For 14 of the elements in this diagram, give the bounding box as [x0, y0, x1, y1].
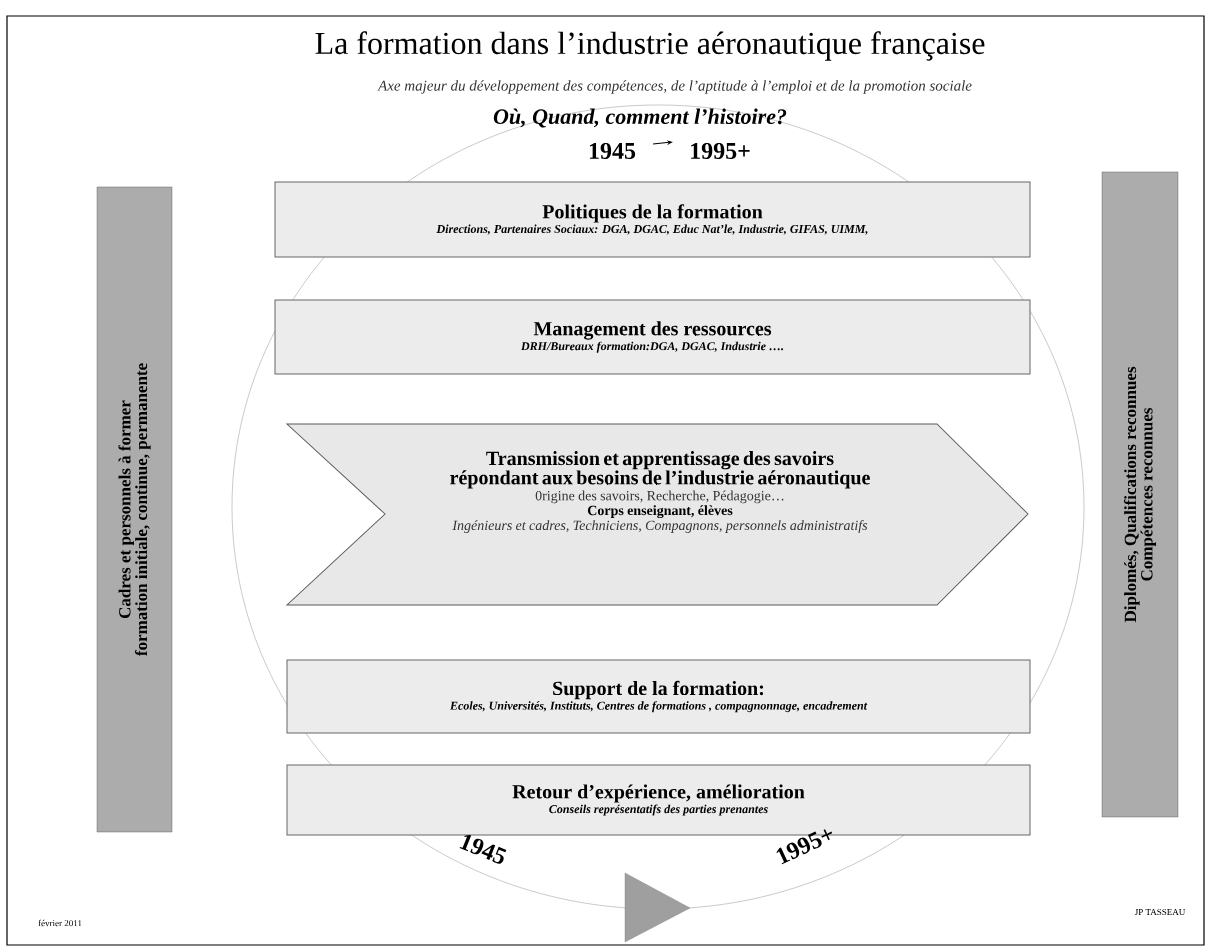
year: 1945	[459, 834, 507, 864]
process-box: Management des ressources DRH/Bureaux formation:DGA, DGAC, Industrie ….	[274, 299, 1031, 375]
date-note: février 2011	[38, 919, 82, 927]
process-box: Politiques de la formation Directions, Partenaires Sociaux: DGA, DGAC, Educ Nat’le, Industrie, GIFAS, UIMM,	[274, 181, 1031, 258]
side-bar: Diplomés, Qualifications reconnues Compétences reconnues	[1101, 171, 1179, 818]
process-box: Support de la formation: Ecoles, Universités, Instituts, Centres de formations , compagnonnage, encadrement	[286, 659, 1031, 734]
year: 1995+	[691, 142, 750, 160]
year: 1995+	[776, 829, 833, 865]
side-bar: Cadres et personnels à former formation initiale, continue, permanente	[96, 186, 173, 833]
subtitle: Axe majeur du développement des compétences, de l’aptitude à l’emploi et de la promotion sociale	[377, 80, 972, 94]
year: 1945	[589, 142, 636, 160]
question: Où, Quand, comment l’histoire?	[493, 108, 787, 128]
author-note: JP TASSEAU	[1134, 908, 1186, 916]
title: La formation dans l’industrie aéronautique française	[315, 31, 985, 61]
